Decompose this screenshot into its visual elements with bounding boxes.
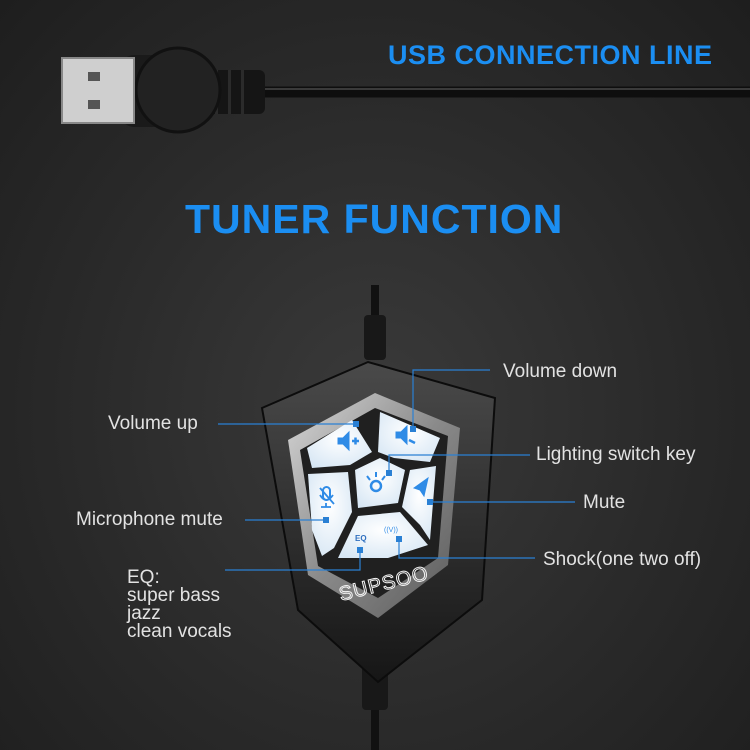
mute-icon bbox=[412, 476, 429, 498]
usb-molded-housing bbox=[134, 46, 222, 134]
tuner-function-heading: TUNER FUNCTION bbox=[185, 196, 564, 242]
volume-up-icon bbox=[337, 430, 350, 452]
light-icon bbox=[369, 479, 383, 493]
shock-button-label: ((V)) bbox=[384, 527, 398, 534]
label-shock: Shock(one two off) bbox=[543, 549, 702, 570]
eq-title: EQ: bbox=[127, 567, 160, 588]
mute-button[interactable] bbox=[402, 466, 436, 540]
label-volume-down: Volume down bbox=[503, 361, 618, 382]
usb-connection-heading: USB CONNECTION LINE bbox=[388, 40, 713, 70]
eq-mode: super bass bbox=[127, 585, 220, 606]
mic-mute-button[interactable] bbox=[308, 472, 352, 556]
eq-mode: jazz bbox=[127, 603, 161, 624]
volume-down-icon bbox=[395, 424, 408, 446]
label-microphone-mute: Microphone mute bbox=[76, 509, 223, 530]
eq-mode: clean vocals bbox=[127, 621, 232, 642]
label-mute: Mute bbox=[583, 492, 626, 513]
volume-down-button[interactable] bbox=[378, 412, 440, 462]
eq-description: EQ: super bass jazz clean vocals bbox=[127, 567, 232, 642]
label-volume-up: Volume up bbox=[108, 413, 198, 434]
label-lighting-switch: Lighting switch key bbox=[536, 444, 696, 465]
leader-lines bbox=[218, 369, 575, 571]
tuner-controller: EQ ((V)) SUPSOO bbox=[260, 360, 497, 684]
leader-dots bbox=[323, 421, 433, 553]
eq-shock-button[interactable] bbox=[338, 512, 428, 558]
usb-cable bbox=[61, 46, 750, 134]
usb-plug-icon bbox=[61, 57, 135, 124]
eq-button-label: EQ bbox=[355, 534, 367, 543]
